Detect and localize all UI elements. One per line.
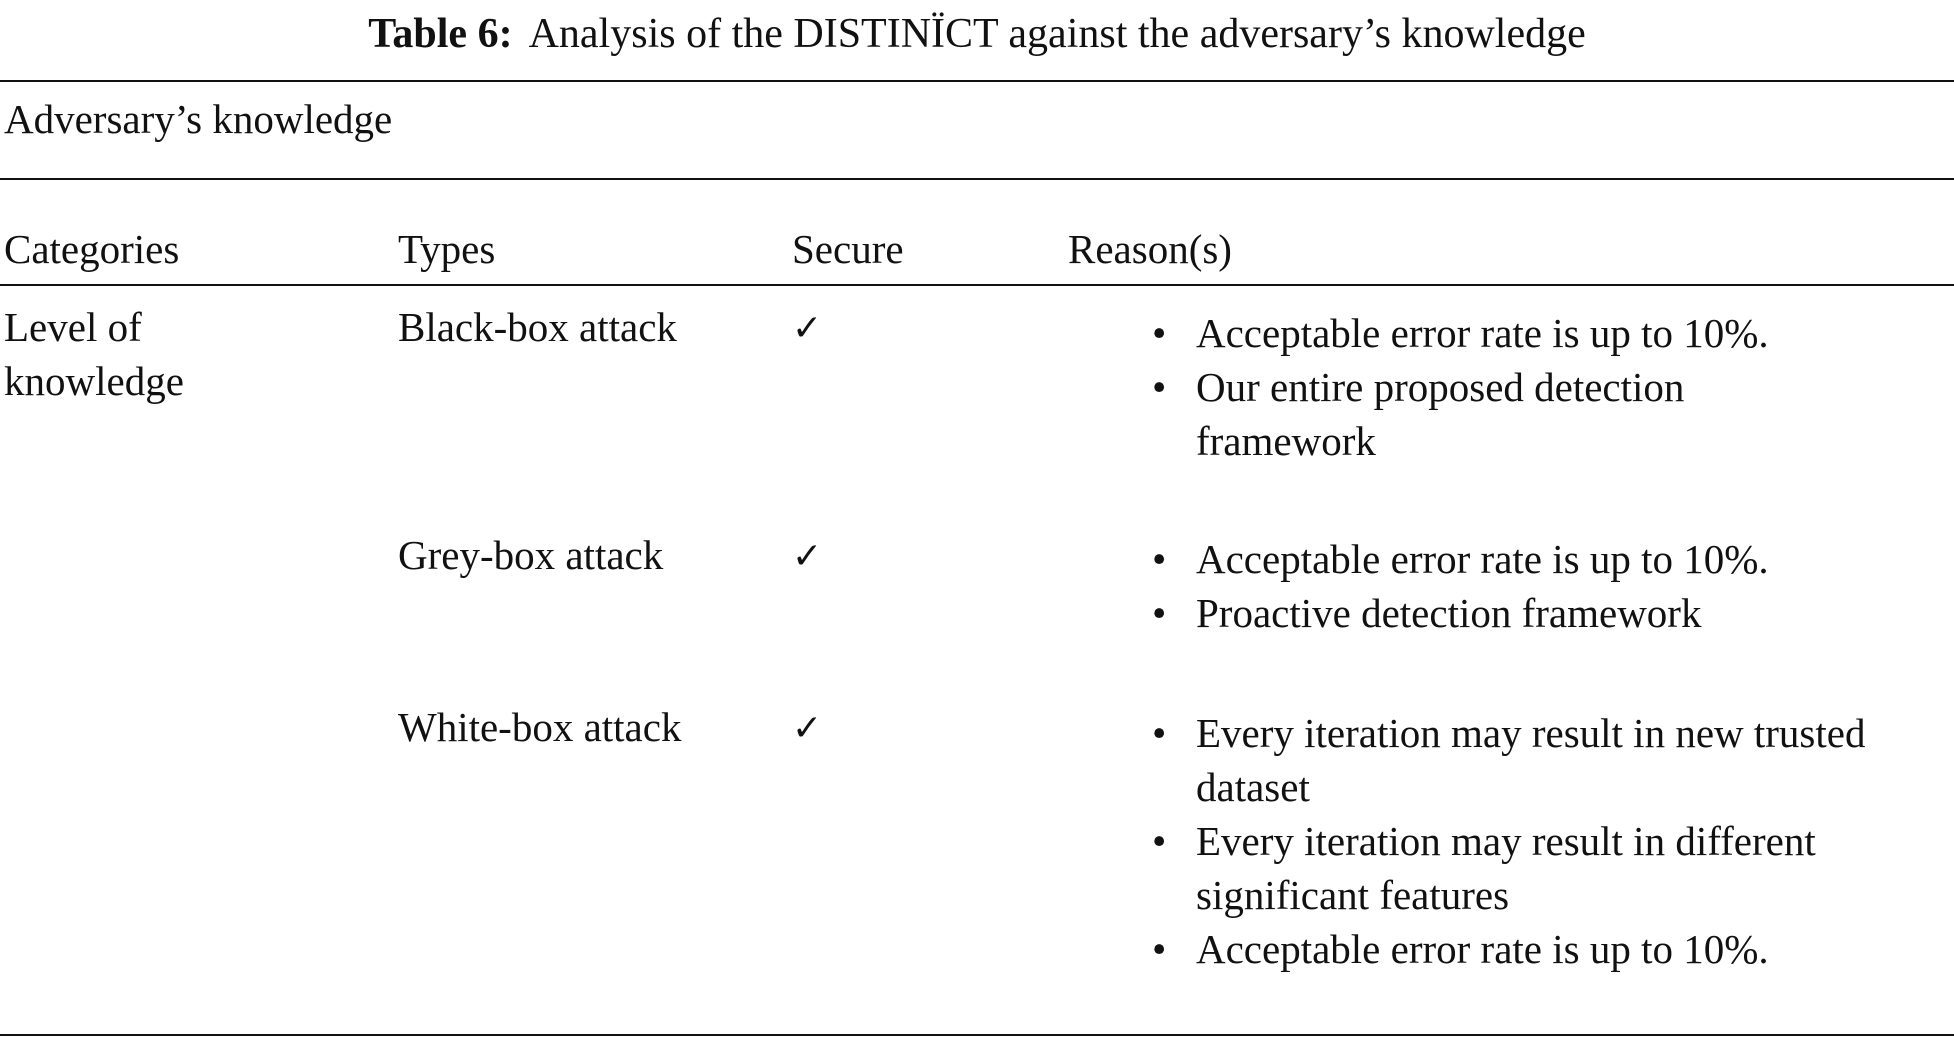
bullet-icon: • bbox=[1152, 536, 1167, 582]
header-rule bbox=[0, 284, 1954, 286]
list-item: •Acceptable error rate is up to 10%. bbox=[1140, 306, 1940, 360]
list-item: •Every iteration may result in new trust… bbox=[1140, 706, 1876, 814]
type-cell-black-box: Black-box attack bbox=[398, 304, 677, 350]
bullet-icon: • bbox=[1152, 818, 1167, 864]
bullet-icon: • bbox=[1152, 310, 1167, 356]
column-header-types: Types bbox=[398, 226, 496, 272]
list-item: •Acceptable error rate is up to 10%. bbox=[1140, 922, 1940, 976]
bullet-icon: • bbox=[1152, 590, 1167, 636]
column-header-categories: Categories bbox=[4, 226, 180, 272]
super-header: Adversary’s knowledge bbox=[4, 96, 393, 142]
bullet-icon: • bbox=[1152, 710, 1167, 756]
bullet-icon: • bbox=[1152, 364, 1167, 410]
column-header-reasons: Reason(s) bbox=[1068, 226, 1232, 272]
list-item: •Every iteration may result in different… bbox=[1140, 814, 1954, 922]
column-header-secure: Secure bbox=[792, 226, 904, 272]
secure-check-black-box: ✓ bbox=[792, 308, 823, 349]
bottom-rule bbox=[0, 1034, 1954, 1036]
reasons-list-grey-box: •Acceptable error rate is up to 10%. •Pr… bbox=[1140, 532, 1940, 640]
list-item: •Proactive detection framework bbox=[1140, 586, 1940, 640]
top-rule bbox=[0, 80, 1954, 82]
secure-check-grey-box: ✓ bbox=[792, 536, 823, 577]
type-cell-grey-box: Grey-box attack bbox=[398, 532, 664, 578]
type-cell-white-box: White-box attack bbox=[398, 704, 682, 750]
table-caption: Table 6: Analysis of the DISTINÏCT agains… bbox=[0, 6, 1954, 62]
reasons-list-white-box: •Every iteration may result in new trust… bbox=[1140, 706, 1940, 976]
super-header-rule bbox=[0, 178, 1954, 180]
table-number: Table 6: bbox=[368, 11, 513, 57]
reasons-list-black-box: •Acceptable error rate is up to 10%. •Ou… bbox=[1140, 306, 1940, 468]
category-cell: Level of knowledge bbox=[4, 304, 184, 404]
bullet-icon: • bbox=[1152, 926, 1167, 972]
list-item: •Acceptable error rate is up to 10%. bbox=[1140, 532, 1940, 586]
list-item: •Our entire proposed detection framework bbox=[1140, 360, 1836, 468]
table-title: Analysis of the DISTINÏCT against the ad… bbox=[528, 11, 1586, 57]
secure-check-white-box: ✓ bbox=[792, 708, 823, 749]
